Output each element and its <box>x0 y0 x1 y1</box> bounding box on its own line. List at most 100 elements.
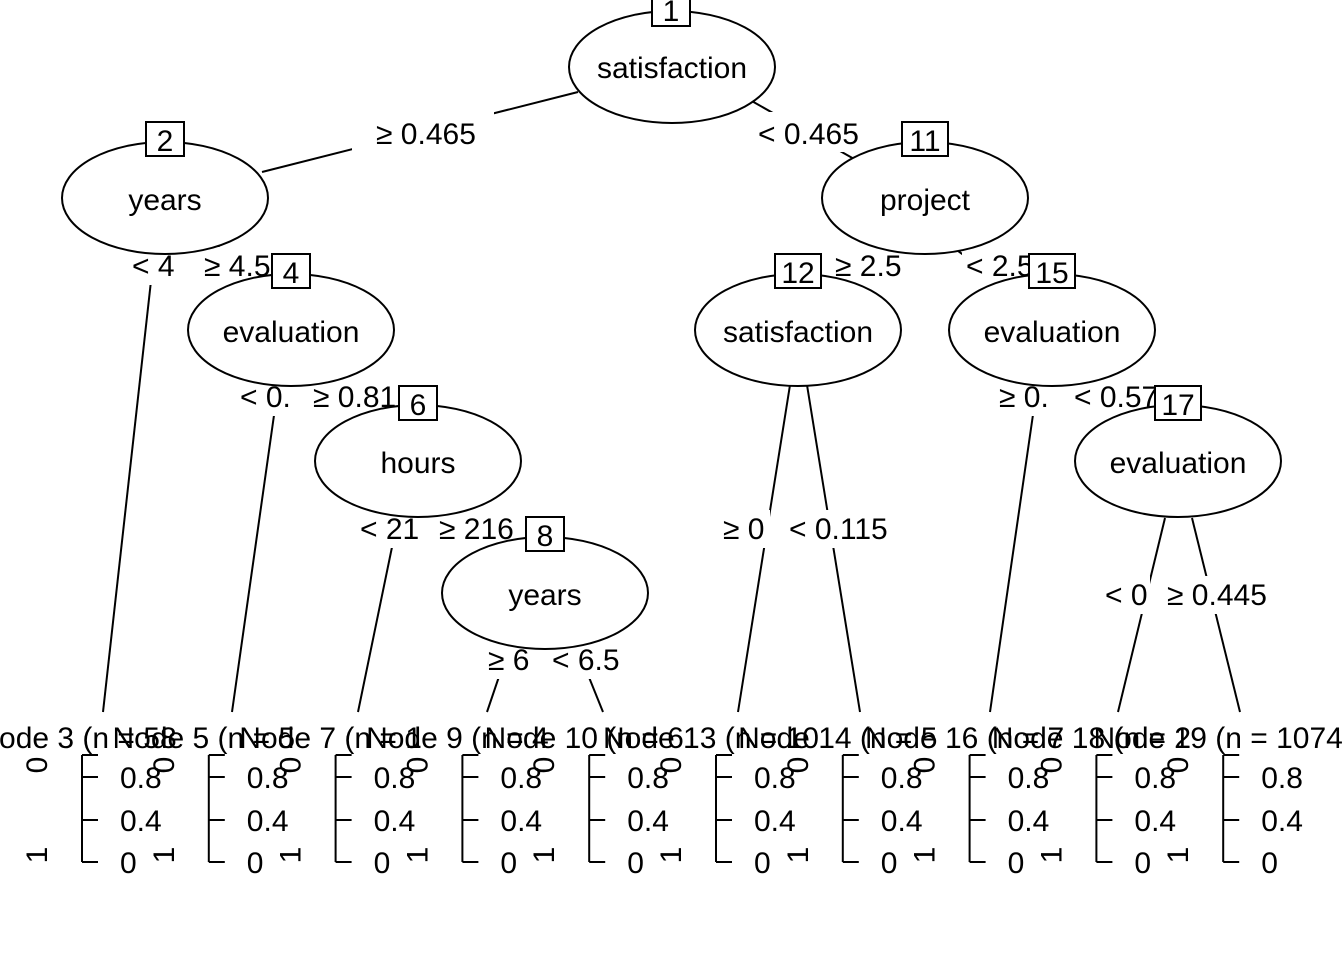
leaf-8-category-label: 0 <box>909 757 942 774</box>
leaf-title-8: Node 16 (n = 7 <box>865 722 1064 755</box>
node-2-variable: years <box>128 184 201 217</box>
leaf-3-tick-label: 0 <box>374 847 391 880</box>
leaf-8-tick-label: 0 <box>1008 847 1025 880</box>
leaf-10-tick-label: 0.4 <box>1261 805 1303 838</box>
node-15: evaluation <box>948 273 1156 387</box>
leaf-8-tick-label: 0.8 <box>1008 762 1050 795</box>
leaf-9-category-label: 0 <box>1035 757 1068 774</box>
node-6-variable: hours <box>380 447 455 480</box>
leaf-9-tick-label: 0 <box>1134 847 1151 880</box>
leaf-5-tick-label: 0.4 <box>627 805 669 838</box>
leaf-9-tick-label: 0.8 <box>1134 762 1176 795</box>
node-4-id: 4 <box>283 257 300 290</box>
node-4: evaluation <box>187 273 395 387</box>
leaf-7-tick-label: 0 <box>881 847 898 880</box>
node-12-id: 12 <box>781 257 814 290</box>
node-15-variable: evaluation <box>984 316 1121 349</box>
leaf-title-4: Node 9 (n = 4 <box>366 722 549 755</box>
leaf-4-category-label: 0 <box>401 757 434 774</box>
split-17-left: < 0 <box>1105 579 1148 612</box>
leaf-2-category-label: 1 <box>148 847 181 864</box>
split-11-left: ≥ 2.5 <box>835 250 902 283</box>
leaf-title-10: Node 19 (n = 1074 <box>1094 722 1343 755</box>
leaf-10-tick-label: 0 <box>1261 847 1278 880</box>
leaf-title-5: Node 10 (n = 6 <box>485 722 684 755</box>
leaf-title-3: Node 7 (n = 1 <box>239 722 422 755</box>
leaf-4-category-label: 1 <box>401 847 434 864</box>
leaf-8-tick-label: 0.4 <box>1008 805 1050 838</box>
split-1-right: < 0.465 <box>758 118 859 151</box>
split-12-left: ≥ 0 <box>723 513 764 546</box>
leaf-2-tick-label: 0.8 <box>247 762 289 795</box>
node-4-variable: evaluation <box>223 316 360 349</box>
edge-2-3 <box>102 244 156 713</box>
node-11-variable: project <box>880 184 971 217</box>
node-6-id: 6 <box>410 389 427 422</box>
leaf-5-tick-label: 0.8 <box>627 762 669 795</box>
node-8-variable: years <box>508 579 581 612</box>
split-1-left: ≥ 0.465 <box>376 118 476 151</box>
leaf-2-tick-label: 0.4 <box>247 805 289 838</box>
leaf-2-tick-label: 0 <box>247 847 264 880</box>
split-labels: ≥ 0.465 < 0.465 < 4 ≥ 4.5 < 0. ≥ 0.81 < … <box>132 118 1267 677</box>
leaf-10-tick-label: 0.8 <box>1261 762 1303 795</box>
edge-4-5 <box>231 386 279 713</box>
leaf-6-category-label: 0 <box>655 757 688 774</box>
leaf-10-category-label: 1 <box>1162 847 1195 864</box>
leaf-4-tick-label: 0 <box>500 847 517 880</box>
node-11-id: 11 <box>909 125 940 158</box>
leaf-5-category-label: 0 <box>528 757 561 774</box>
node-12-variable: satisfaction <box>723 316 873 349</box>
node-15-id: 15 <box>1035 257 1068 290</box>
leaf-4-tick-label: 0.4 <box>500 805 542 838</box>
leaf-10-category-label: 0 <box>1162 757 1195 774</box>
leaf-7-category-label: 0 <box>782 757 815 774</box>
leaf-1-tick-label: 0.8 <box>120 762 162 795</box>
split-6-right: ≥ 216 <box>439 513 514 546</box>
leaf-title-1: Node 3 (n = 58 <box>0 722 177 755</box>
split-6-left: < 21 <box>360 513 419 546</box>
leaf-7-tick-label: 0.8 <box>881 762 923 795</box>
node-1-id: 1 <box>663 0 680 28</box>
split-8-left: ≥ 6 <box>488 644 529 677</box>
split-2-left: < 4 <box>132 250 175 283</box>
leaf-6-tick-label: 0.4 <box>754 805 796 838</box>
node-2-id: 2 <box>157 125 174 158</box>
leaf-title-7: Node 14 (n = 5 <box>738 722 937 755</box>
edge-17-18 <box>1117 517 1166 713</box>
leaf-4-tick-label: 0.8 <box>500 762 542 795</box>
leaf-9-category-label: 1 <box>1035 847 1068 864</box>
leaf-title-2: Node 5 (n = 5 <box>112 722 295 755</box>
leaf-2-category-label: 0 <box>148 757 181 774</box>
node-8-id: 8 <box>537 520 554 553</box>
leaf-1-tick-label: 0.4 <box>120 805 162 838</box>
node-17-id: 17 <box>1161 389 1194 422</box>
node-1: satisfaction <box>568 10 776 124</box>
leaf-1-category-label: 0 <box>21 757 54 774</box>
leaf-8-category-label: 1 <box>909 847 942 864</box>
leaf-1-category-label: 1 <box>21 847 54 864</box>
leaf-1-tick-label: 0 <box>120 847 137 880</box>
leaf-7-category-label: 1 <box>782 847 815 864</box>
node-2: years <box>61 141 269 255</box>
edge-6-7 <box>357 517 399 713</box>
leaf-title-6: Node 13 (n = 10 <box>603 722 819 755</box>
leaf-3-category-label: 0 <box>275 757 308 774</box>
leaf-7-tick-label: 0.4 <box>881 805 923 838</box>
edge-12-13 <box>737 384 791 713</box>
leaf-9-tick-label: 0.4 <box>1134 805 1176 838</box>
leaf-5-category-label: 1 <box>528 847 561 864</box>
node-id-boxes: 1 2 4 6 8 11 12 15 17 <box>145 0 1202 553</box>
node-8: years <box>441 536 649 650</box>
leaf-6-category-label: 1 <box>655 847 688 864</box>
node-1-variable: satisfaction <box>597 52 747 85</box>
inner-nodes: satisfaction years evaluation hours year… <box>61 10 1282 650</box>
split-12-right: < 0.115 <box>789 513 888 546</box>
leaf-3-tick-label: 0.4 <box>374 805 416 838</box>
leaf-3-tick-label: 0.8 <box>374 762 416 795</box>
node-11: project <box>821 141 1029 255</box>
split-17-right: ≥ 0.445 <box>1167 579 1267 612</box>
leaf-6-tick-label: 0.8 <box>754 762 796 795</box>
